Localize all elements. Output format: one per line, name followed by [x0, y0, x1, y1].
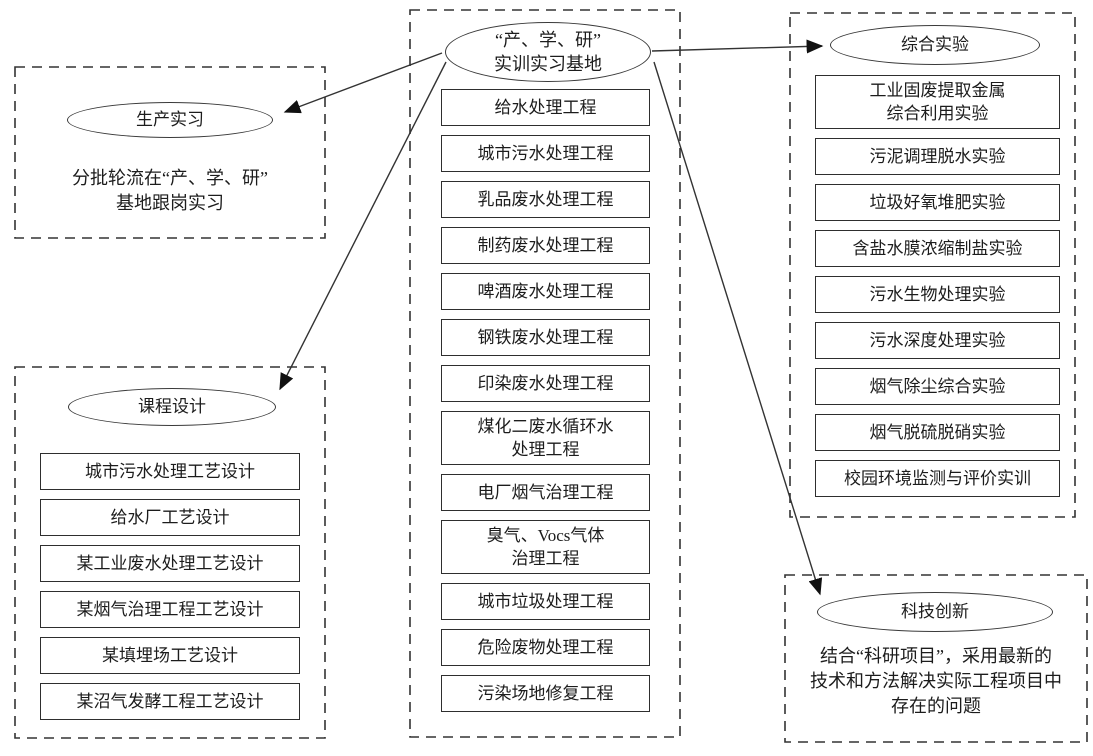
center-list-item: 危险废物处理工程: [441, 629, 650, 666]
experiment-ellipse: 综合实验: [830, 25, 1040, 65]
arrow-center-to-course: [279, 61, 447, 391]
center-list: 给水处理工程 城市污水处理工程 乳品废水处理工程 制药废水处理工程 啤酒废水处理…: [441, 89, 650, 712]
course-ellipse: 课程设计: [68, 388, 276, 426]
course-list: 城市污水处理工艺设计 给水厂工艺设计 某工业废水处理工艺设计 某烟气治理工程工艺…: [40, 453, 300, 720]
center-list-item: 钢铁废水处理工程: [441, 319, 650, 356]
center-list-item: 臭气、Vocs气体 治理工程: [441, 520, 650, 574]
experiment-list-item: 烟气脱硫脱硝实验: [815, 414, 1060, 451]
innovation-description: 结合“科研项目”，采用最新的 技术和方法解决实际工程项目中 存在的问题: [810, 646, 1062, 716]
production-group-border: [14, 66, 326, 239]
course-list-item: 某烟气治理工程工艺设计: [40, 591, 300, 628]
center-list-item: 煤化二废水循环水 处理工程: [441, 411, 650, 465]
innovation-title: 科技创新: [901, 602, 969, 621]
experiment-list-item: 烟气除尘综合实验: [815, 368, 1060, 405]
arrow-center-to-experiment: [651, 39, 824, 54]
production-ellipse: 生产实习: [67, 102, 273, 138]
innovation-ellipse: 科技创新: [817, 592, 1053, 632]
course-list-item: 某沼气发酵工程工艺设计: [40, 683, 300, 720]
experiment-list-item: 含盐水膜浓缩制盐实验: [815, 230, 1060, 267]
center-list-item: 啤酒废水处理工程: [441, 273, 650, 310]
center-list-item: 电厂烟气治理工程: [441, 474, 650, 511]
experiment-list-item: 校园环境监测与评价实训: [815, 460, 1060, 497]
center-list-item: 给水处理工程: [441, 89, 650, 126]
course-list-item: 某填埋场工艺设计: [40, 637, 300, 674]
production-description: 分批轮流在“产、学、研” 基地跟岗实习: [72, 168, 268, 213]
course-list-item: 城市污水处理工艺设计: [40, 453, 300, 490]
production-title: 生产实习: [136, 110, 204, 129]
course-title: 课程设计: [138, 397, 206, 416]
center-list-item: 城市垃圾处理工程: [441, 583, 650, 620]
experiment-list-item: 污水深度处理实验: [815, 322, 1060, 359]
center-list-item: 污染场地修复工程: [441, 675, 650, 712]
course-list-item: 给水厂工艺设计: [40, 499, 300, 536]
center-list-item: 城市污水处理工程: [441, 135, 650, 172]
experiment-list-item: 污水生物处理实验: [815, 276, 1060, 313]
arrow-center-to-production: [283, 52, 443, 114]
experiment-title: 综合实验: [901, 35, 969, 54]
center-hub-title: “产、学、研” 实训实习基地: [494, 30, 602, 74]
experiment-list-item: 污泥调理脱水实验: [815, 138, 1060, 175]
course-list-item: 某工业废水处理工艺设计: [40, 545, 300, 582]
center-list-item: 乳品废水处理工程: [441, 181, 650, 218]
center-list-item: 制药废水处理工程: [441, 227, 650, 264]
experiment-list: 工业固废提取金属 综合利用实验 污泥调理脱水实验 垃圾好氧堆肥实验 含盐水膜浓缩…: [815, 75, 1060, 497]
center-hub-ellipse: “产、学、研” 实训实习基地: [445, 22, 651, 82]
arrow-center-to-innovation: [653, 61, 823, 596]
center-group-border: [409, 9, 681, 738]
center-list-item: 印染废水处理工程: [441, 365, 650, 402]
experiment-group-border: [789, 12, 1076, 518]
course-group-border: [14, 366, 326, 739]
experiment-list-item: 垃圾好氧堆肥实验: [815, 184, 1060, 221]
innovation-group-border: [784, 574, 1088, 743]
experiment-list-item: 工业固废提取金属 综合利用实验: [815, 75, 1060, 129]
